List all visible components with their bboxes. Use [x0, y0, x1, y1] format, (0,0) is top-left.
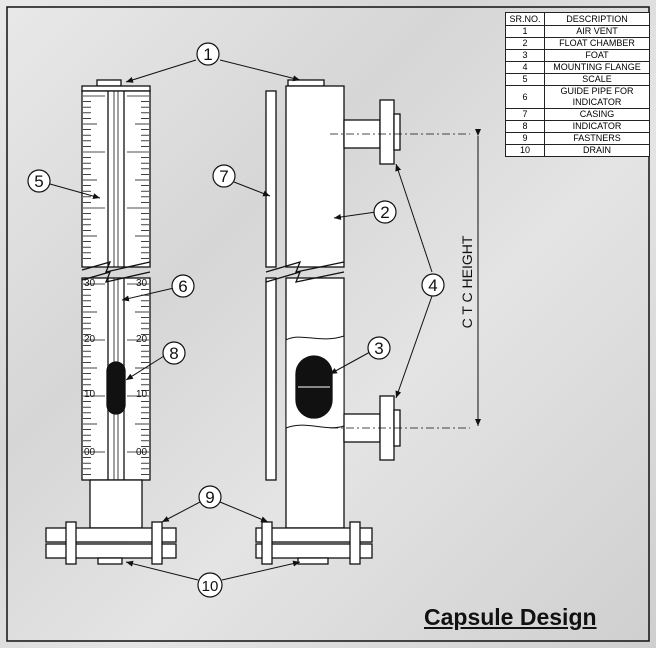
scale-label-10-right: 10: [136, 389, 148, 400]
sheet-border: [6, 6, 650, 642]
legend-row-number: 2: [505, 37, 545, 50]
front-view: [81, 79, 151, 529]
legend-row-description: MOUNTING FLANGE: [544, 61, 650, 74]
bottom-flange-left: [45, 521, 177, 565]
indicator-float: [106, 361, 126, 415]
callout-8: 8: [169, 344, 178, 363]
legend-row-number: 7: [505, 108, 545, 121]
legend-header-desc: DESCRIPTION: [544, 12, 650, 26]
legend-row-number: 8: [505, 120, 545, 133]
scale-label-30: 30: [84, 278, 96, 289]
callout-4: 4: [428, 276, 437, 295]
legend-row-number: 4: [505, 61, 545, 74]
scale-label-20-right: 20: [136, 334, 148, 345]
air-vent-left: [96, 79, 122, 87]
scale-label-00: 00: [84, 447, 96, 458]
legend-row-number: 3: [505, 49, 545, 62]
legend-row-number: 1: [505, 25, 545, 38]
scale-body-upper: [81, 90, 151, 268]
legend-row-number: 9: [505, 132, 545, 145]
legend-row-description: SCALE: [544, 73, 650, 86]
callout-10: 10: [202, 578, 219, 595]
callout-6: 6: [178, 277, 187, 296]
legend-row-description: FASTNERS: [544, 132, 650, 145]
bottom-flange-right: [255, 521, 373, 565]
legend-row-description: AIR VENT: [544, 25, 650, 38]
scale-label-00-right: 00: [136, 447, 148, 458]
legend-row-description: FLOAT CHAMBER: [544, 37, 650, 50]
legend-row-description: FOAT: [544, 49, 650, 62]
callout-9: 9: [205, 488, 214, 507]
float-chamber: [285, 85, 345, 268]
casing: [265, 90, 277, 268]
ctc-height-label: C T C HEIGHT: [459, 235, 475, 328]
legend-row-description: DRAIN: [544, 144, 650, 157]
scale-label-20: 20: [84, 334, 96, 345]
callout-5: 5: [34, 172, 43, 191]
legend-row-description: INDICATOR: [544, 120, 650, 133]
leader-lines: [49, 59, 433, 581]
scale-label-30-right: 30: [136, 278, 148, 289]
air-vent-right: [287, 79, 325, 87]
legend-row-number: 5: [505, 73, 545, 86]
callout-7: 7: [219, 167, 228, 186]
scale-ticks: [83, 95, 149, 475]
legend-row-description: CASING: [544, 108, 650, 121]
legend-row-description: GUIDE PIPE FOR INDICATOR: [544, 85, 650, 109]
scale-label-10: 10: [84, 389, 96, 400]
callout-1: 1: [203, 45, 212, 64]
legend-header-no: SR.NO.: [505, 12, 545, 26]
side-view: [265, 79, 401, 529]
legend-row-number: 6: [505, 85, 545, 109]
mounting-flange-upper: [379, 99, 395, 165]
callout-2: 2: [380, 203, 389, 222]
callout-3: 3: [374, 339, 383, 358]
legend-row-number: 10: [505, 144, 545, 157]
page-title: Capsule Design: [424, 604, 597, 630]
